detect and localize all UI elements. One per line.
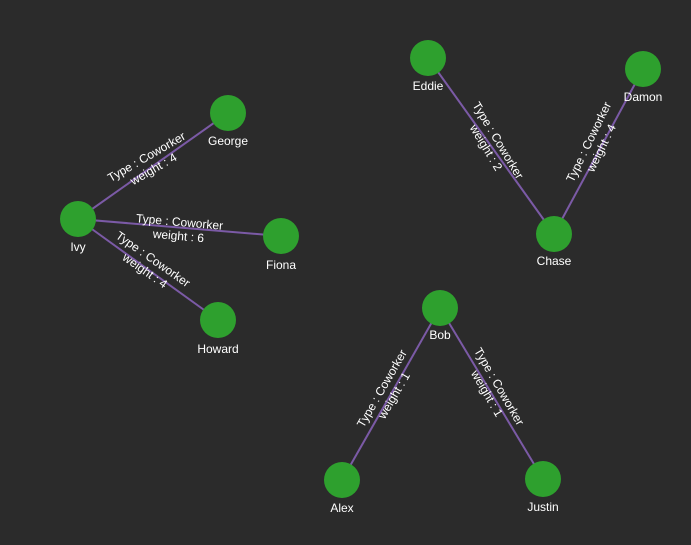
node-label: Fiona xyxy=(266,258,296,272)
edge-ivy-fiona[interactable] xyxy=(77,218,282,237)
node-label: Ivy xyxy=(70,240,85,254)
node-circle[interactable] xyxy=(422,290,458,326)
edge-bob-alex[interactable] xyxy=(341,307,441,481)
node-circle[interactable] xyxy=(410,40,446,76)
node-george[interactable]: George xyxy=(208,95,248,148)
edge-bob-justin[interactable] xyxy=(439,307,544,480)
node-circle[interactable] xyxy=(324,462,360,498)
node-circle[interactable] xyxy=(525,461,561,497)
node-chase[interactable]: Chase xyxy=(536,216,572,268)
node-label: Bob xyxy=(429,328,451,342)
node-fiona[interactable]: Fiona xyxy=(263,218,299,272)
node-justin[interactable]: Justin xyxy=(525,461,561,514)
edge-eddie-chase[interactable] xyxy=(427,57,555,235)
node-damon[interactable]: Damon xyxy=(624,51,663,104)
node-circle[interactable] xyxy=(210,95,246,131)
node-bob[interactable]: Bob xyxy=(422,290,458,342)
node-eddie[interactable]: Eddie xyxy=(410,40,446,93)
node-label: Chase xyxy=(537,254,572,268)
node-label: George xyxy=(208,134,248,148)
node-label: Justin xyxy=(527,500,558,514)
edge-ivy-george[interactable] xyxy=(77,112,229,220)
node-howard[interactable]: Howard xyxy=(197,302,239,356)
node-label: Damon xyxy=(624,90,663,104)
node-circle[interactable] xyxy=(625,51,661,87)
node-label: Howard xyxy=(197,342,238,356)
edge-ivy-howard[interactable] xyxy=(77,218,219,321)
edges-layer xyxy=(77,57,644,481)
node-label: Eddie xyxy=(413,79,444,93)
node-alex[interactable]: Alex xyxy=(324,462,360,515)
node-circle[interactable] xyxy=(263,218,299,254)
node-circle[interactable] xyxy=(200,302,236,338)
node-ivy[interactable]: Ivy xyxy=(60,201,96,254)
edge-weight-label: weight : 6 xyxy=(151,227,205,246)
node-circle[interactable] xyxy=(536,216,572,252)
edge-damon-chase[interactable] xyxy=(553,68,644,235)
node-label: Alex xyxy=(330,501,353,515)
node-circle[interactable] xyxy=(60,201,96,237)
